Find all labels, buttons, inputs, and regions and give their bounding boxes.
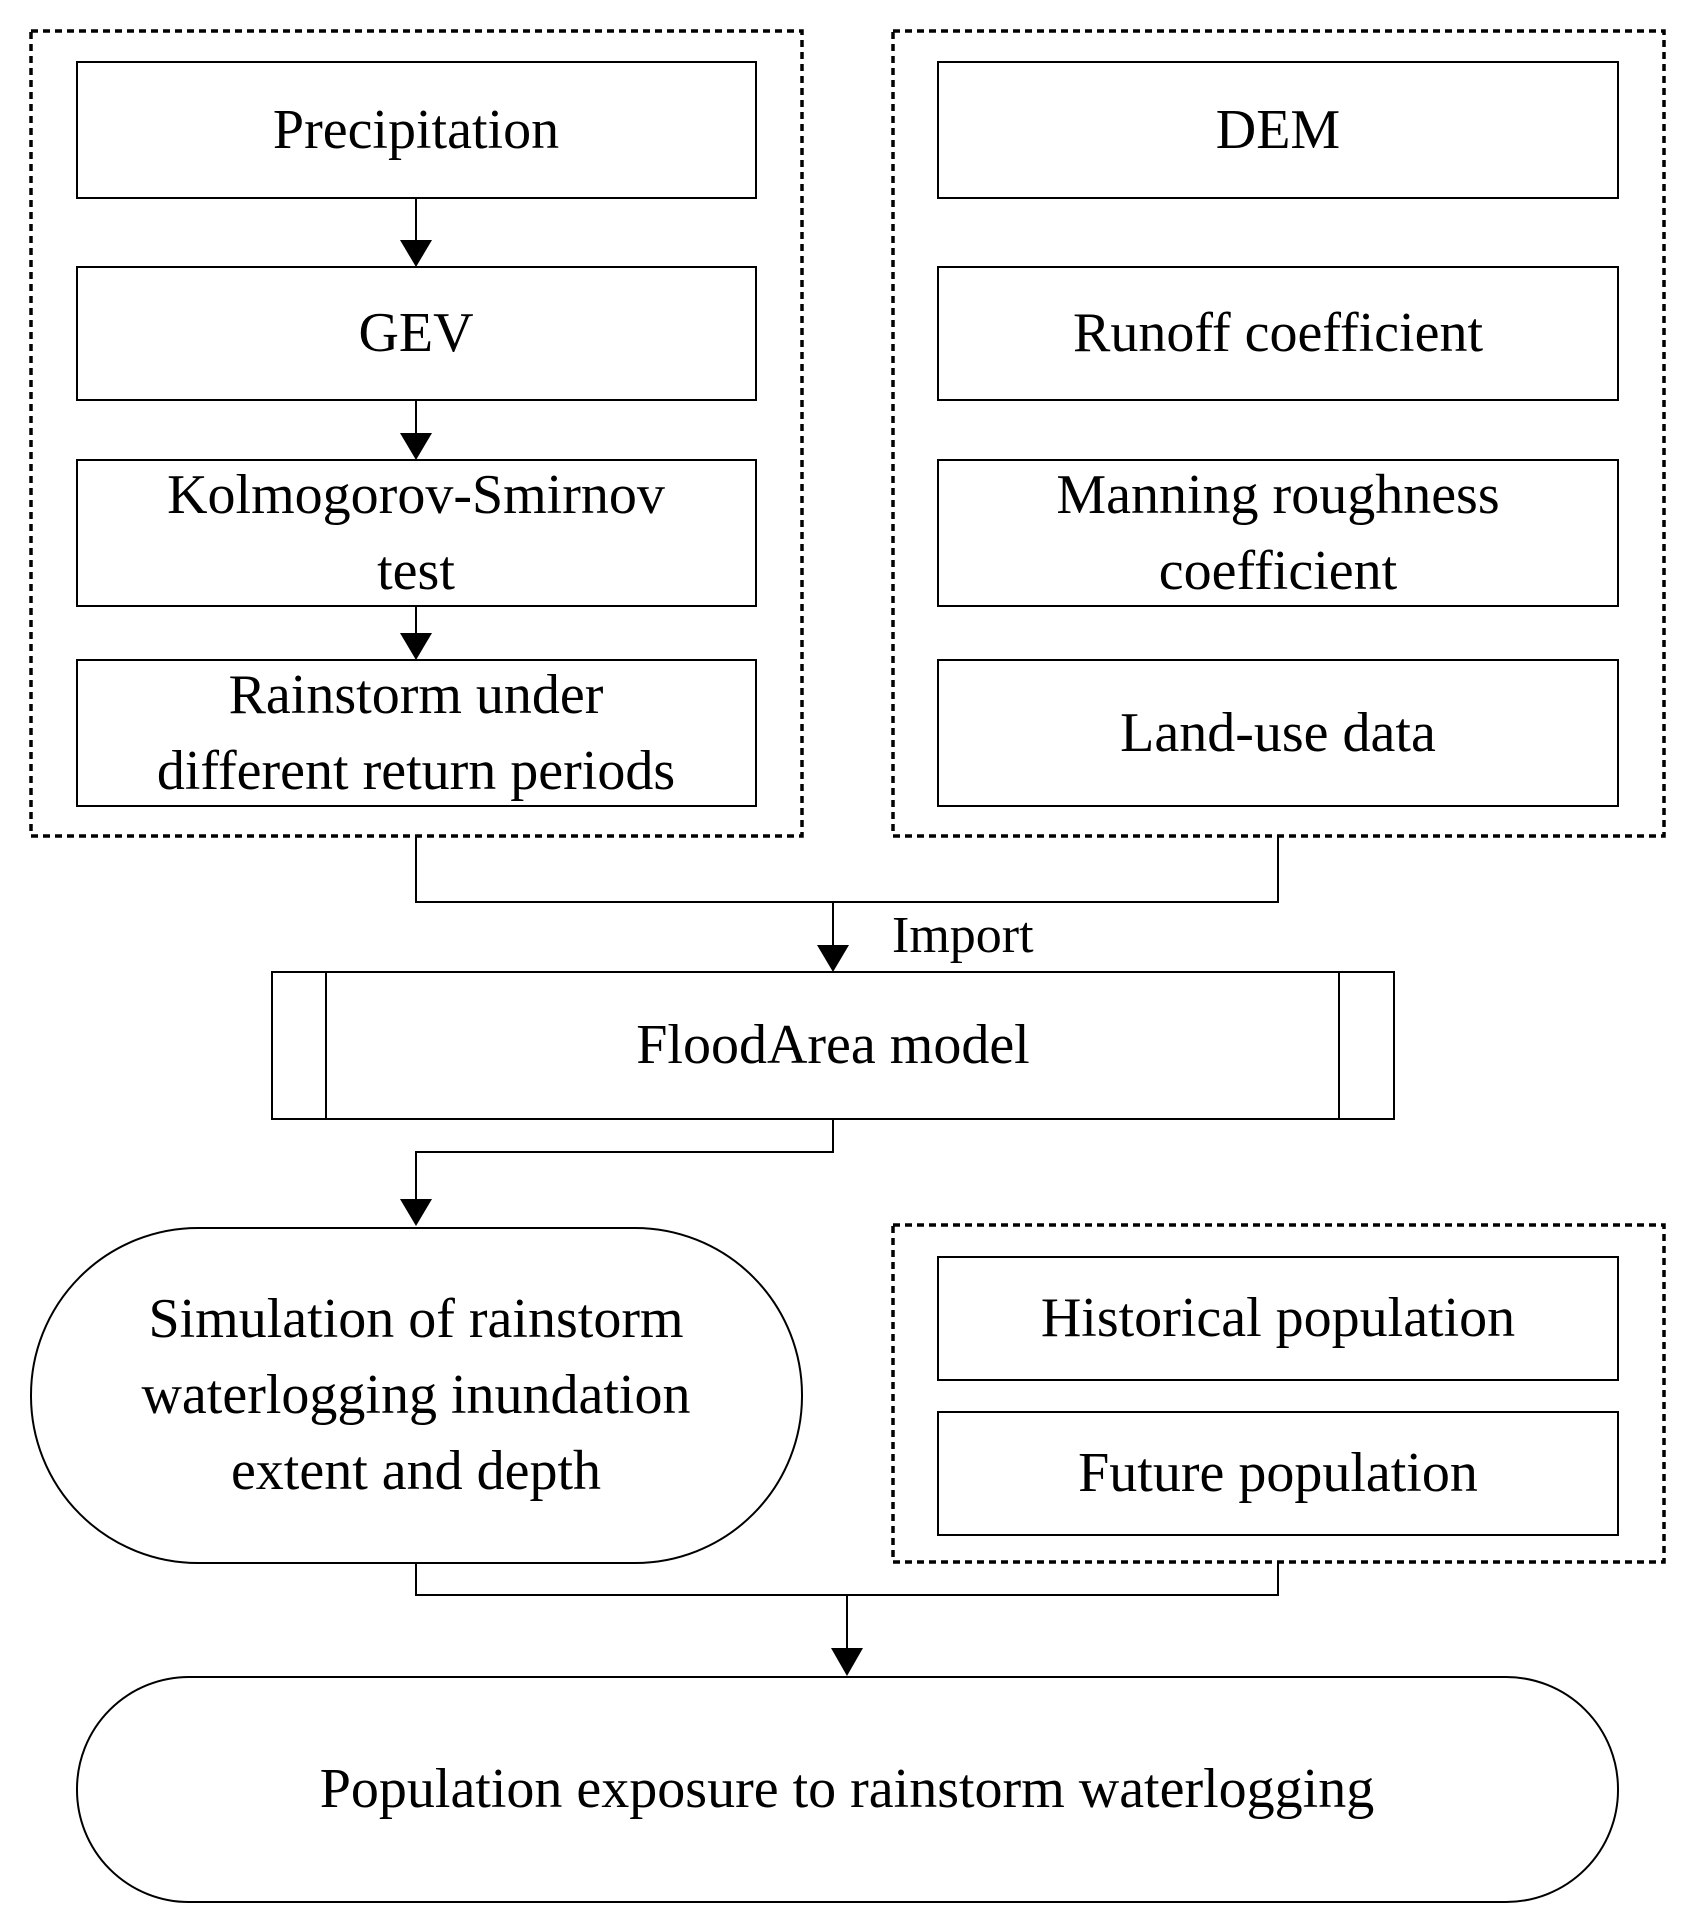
label-precipitation: Precipitation bbox=[273, 99, 559, 161]
node-rainstorm-return-periods bbox=[76, 659, 757, 807]
node-land-use-data bbox=[937, 659, 1619, 807]
label-line: DEM bbox=[1216, 99, 1340, 161]
label-manning-roughness: Manning roughness coefficient bbox=[1056, 464, 1499, 602]
edge-floodarea-to-simulation bbox=[415, 1119, 834, 1201]
node-historical-population bbox=[937, 1256, 1619, 1381]
label-land-use-data: Land-use data bbox=[1120, 702, 1436, 764]
arrowhead-simulation bbox=[400, 1199, 432, 1226]
label-line: GEV bbox=[358, 302, 473, 364]
label-ks-test: Kolmogorov-Smirnov test bbox=[167, 464, 665, 602]
label-population-exposure: Population exposure to rainstorm waterlo… bbox=[320, 1758, 1374, 1820]
label-line: FloodArea model bbox=[636, 1014, 1029, 1076]
label-line: Rainstorm under bbox=[229, 664, 604, 726]
node-population-exposure bbox=[76, 1676, 1619, 1903]
label-line: Population exposure to rainstorm waterlo… bbox=[320, 1758, 1374, 1820]
label-runoff-coefficient: Runoff coefficient bbox=[1073, 302, 1483, 364]
node-gev bbox=[76, 266, 757, 401]
label-future-population: Future population bbox=[1078, 1442, 1478, 1504]
node-runoff-coefficient bbox=[937, 266, 1619, 401]
label-simulation: Simulation of rainstorm waterlogging inun… bbox=[141, 1288, 690, 1502]
label-line: test bbox=[377, 540, 455, 602]
node-floodarea-model bbox=[271, 971, 1395, 1120]
label-historical-population: Historical population bbox=[1041, 1287, 1515, 1349]
label-line: Manning roughness bbox=[1056, 464, 1499, 526]
label-line: Precipitation bbox=[273, 99, 559, 161]
edge-label-import: Import bbox=[892, 907, 1034, 964]
label-rainstorm-return-periods: Rainstorm under different return periods bbox=[157, 664, 675, 802]
edge-inputs-merge bbox=[415, 836, 1279, 903]
label-floodarea-model: FloodArea model bbox=[636, 1014, 1029, 1076]
node-precipitation bbox=[76, 61, 757, 199]
label-gev: GEV bbox=[358, 302, 473, 364]
label-line: Simulation of rainstorm bbox=[148, 1288, 683, 1350]
label-line: Future population bbox=[1078, 1442, 1478, 1504]
node-manning-roughness bbox=[937, 459, 1619, 607]
arrowhead-rainstorm bbox=[400, 633, 432, 660]
label-line: Runoff coefficient bbox=[1073, 302, 1483, 364]
label-line: Historical population bbox=[1041, 1287, 1515, 1349]
label-line: waterlogging inundation bbox=[141, 1364, 690, 1426]
arrowhead-ks-test bbox=[400, 433, 432, 460]
node-future-population bbox=[937, 1411, 1619, 1536]
edge-exposure-merge bbox=[415, 1562, 1279, 1596]
node-ks-test bbox=[76, 459, 757, 607]
label-line: Land-use data bbox=[1120, 702, 1436, 764]
arrowhead-gev bbox=[400, 240, 432, 267]
node-dem bbox=[937, 61, 1619, 199]
label-line: coefficient bbox=[1159, 540, 1398, 602]
arrowhead-exposure bbox=[831, 1648, 863, 1676]
label-line: different return periods bbox=[157, 740, 675, 802]
label-line: extent and depth bbox=[231, 1440, 601, 1502]
label-dem: DEM bbox=[1216, 99, 1340, 161]
arrowhead-floodarea bbox=[817, 945, 849, 972]
label-line: Kolmogorov-Smirnov bbox=[167, 464, 665, 526]
